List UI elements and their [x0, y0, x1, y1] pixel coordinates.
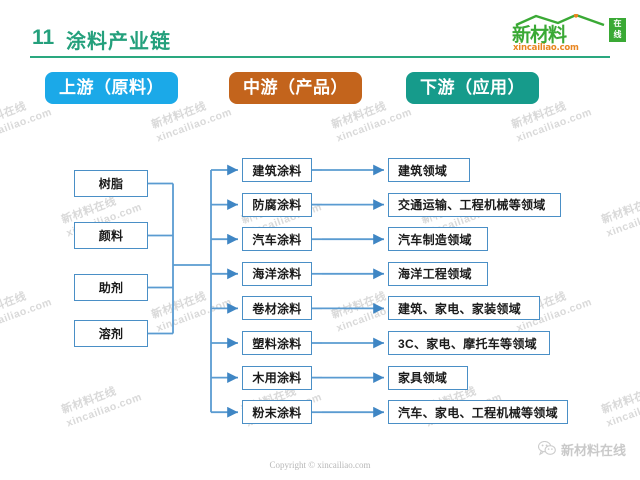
node-downstream-3[interactable]: 海洋工程领域 — [388, 261, 488, 286]
node-downstream-2[interactable]: 汽车制造领域 — [388, 227, 488, 252]
logo-roof-icon — [514, 14, 606, 26]
node-midstream-5[interactable]: 塑料涂料 — [242, 331, 312, 355]
stage-pill-upstream[interactable]: 上游（原料） — [45, 72, 178, 104]
wechat-icon — [537, 440, 556, 459]
node-label: 交通运输、工程机械等领域 — [398, 198, 546, 213]
node-midstream-0[interactable]: 建筑涂料 — [242, 158, 312, 182]
node-label: 汽车制造领域 — [398, 232, 472, 247]
node-downstream-5[interactable]: 3C、家电、摩托车等领域 — [388, 331, 550, 355]
wechat-brand: 新材料在线 — [537, 440, 626, 459]
node-label: 木用涂料 — [252, 371, 302, 386]
node-downstream-1[interactable]: 交通运输、工程机械等领域 — [388, 192, 561, 217]
node-midstream-1[interactable]: 防腐涂料 — [242, 192, 312, 217]
node-label: 建筑领域 — [398, 163, 448, 178]
title-divider — [30, 56, 610, 58]
node-downstream-6[interactable]: 家具领域 — [388, 365, 468, 390]
node-midstream-6[interactable]: 木用涂料 — [242, 365, 312, 390]
logo-badge-line2: 线 — [613, 30, 622, 39]
node-label: 3C、家电、摩托车等领域 — [398, 336, 537, 351]
node-label: 建筑、家电、家装领域 — [398, 301, 522, 316]
node-upstream-2[interactable]: 助剂 — [74, 274, 148, 301]
node-midstream-2[interactable]: 汽车涂料 — [242, 227, 312, 252]
logo-url: xincailiao.com — [513, 43, 579, 53]
node-upstream-0[interactable]: 树脂 — [74, 170, 148, 197]
node-label: 树脂 — [98, 177, 124, 191]
node-label: 颜料 — [98, 229, 124, 243]
node-upstream-1[interactable]: 颜料 — [74, 222, 148, 249]
node-label: 汽车涂料 — [252, 232, 302, 247]
node-label: 卷材涂料 — [252, 301, 302, 316]
node-label: 家具领域 — [398, 371, 448, 386]
logo-badge-line1: 在 — [613, 19, 622, 28]
node-label: 塑料涂料 — [252, 336, 302, 351]
stage-pill-midstream[interactable]: 中游（产品） — [229, 72, 362, 104]
node-downstream-0[interactable]: 建筑领域 — [388, 158, 470, 182]
node-label: 溶剂 — [98, 327, 124, 341]
stage-pill-downstream[interactable]: 下游（应用） — [406, 72, 539, 104]
logo-badge-icon: 在 线 — [609, 18, 626, 42]
node-label: 防腐涂料 — [252, 198, 302, 213]
node-label: 汽车、家电、工程机械等领域 — [398, 405, 558, 420]
node-midstream-7[interactable]: 粉末涂料 — [242, 400, 312, 425]
slide-header: 11 涂料产业链 新材料 在 线 xincailiao.com — [0, 0, 640, 60]
node-midstream-3[interactable]: 海洋涂料 — [242, 261, 312, 286]
node-label: 粉末涂料 — [252, 405, 302, 420]
node-midstream-4[interactable]: 卷材涂料 — [242, 296, 312, 321]
node-downstream-7[interactable]: 汽车、家电、工程机械等领域 — [388, 400, 568, 425]
node-label: 助剂 — [98, 281, 124, 295]
node-label: 海洋涂料 — [252, 267, 302, 282]
logo-wordmark: 新材料 — [512, 24, 567, 46]
wechat-label: 新材料在线 — [560, 443, 626, 458]
copyright-text: Copyright © xincailiao.com — [269, 460, 371, 470]
node-label: 海洋工程领域 — [398, 267, 472, 282]
node-upstream-3[interactable]: 溶剂 — [74, 320, 148, 347]
node-downstream-4[interactable]: 建筑、家电、家装领域 — [388, 296, 540, 321]
node-label: 建筑涂料 — [252, 163, 302, 178]
brand-logo: 新材料 在 线 xincailiao.com — [512, 12, 628, 56]
slide-number: 11 — [32, 26, 55, 49]
page-title: 涂料产业链 — [66, 31, 171, 53]
